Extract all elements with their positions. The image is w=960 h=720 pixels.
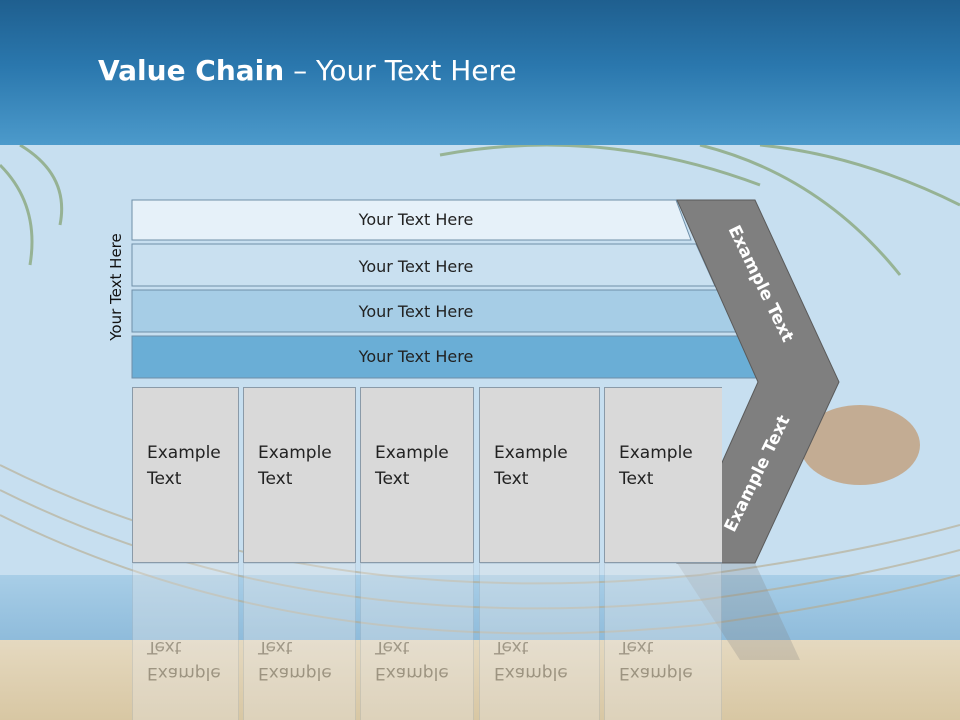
- row-bar-1: [131, 199, 692, 241]
- reflection-box-3-label: Example Text: [375, 637, 449, 683]
- row-label-4: Your Text Here: [358, 347, 474, 366]
- activity-box-5-label: Example Text: [619, 443, 693, 489]
- row-label-3: Your Text Here: [358, 302, 474, 321]
- boxes-reflection: Example Text Example Text Example Text E…: [0, 563, 960, 720]
- palm-leaves: [0, 145, 960, 276]
- reflection-box-1: Example Text: [132, 563, 239, 720]
- activity-box-3: Example Text: [360, 387, 474, 563]
- activity-box-2-label: Example Text: [258, 443, 332, 489]
- reflection-box-4: Example Text: [479, 563, 600, 720]
- reflection-box-3: Example Text: [360, 563, 474, 720]
- reflection-box-5: Example Text: [604, 563, 722, 720]
- chevron-arrow: [676, 199, 840, 564]
- activity-box-1: Example Text: [132, 387, 239, 563]
- title-rest: – Your Text Here: [284, 54, 517, 87]
- straw-hat: [800, 405, 920, 485]
- reflection-box-2-label: Example Text: [258, 637, 332, 683]
- sand: [0, 640, 960, 720]
- row-label-2: Your Text Here: [358, 257, 474, 276]
- chevron-reflection: [677, 563, 800, 660]
- reflection-box-4-label: Example Text: [494, 637, 568, 683]
- activity-box-1-label: Example Text: [147, 443, 221, 489]
- slide-title: Value Chain – Your Text Here: [98, 54, 517, 87]
- activity-box-5: Example Text: [604, 387, 722, 563]
- title-banner: Value Chain – Your Text Here: [0, 0, 960, 145]
- reflection-box-2: Example Text: [243, 563, 356, 720]
- reflection-box-5-label: Example Text: [619, 637, 693, 683]
- activity-box-4: Example Text: [479, 387, 600, 563]
- activity-box-2: Example Text: [243, 387, 356, 563]
- activity-box-4-label: Example Text: [494, 443, 568, 489]
- row-label-1: Your Text Here: [358, 210, 474, 229]
- title-bold: Value Chain: [98, 54, 285, 87]
- reflection-box-1-label: Example Text: [147, 637, 221, 683]
- activity-box-3-label: Example Text: [375, 443, 449, 489]
